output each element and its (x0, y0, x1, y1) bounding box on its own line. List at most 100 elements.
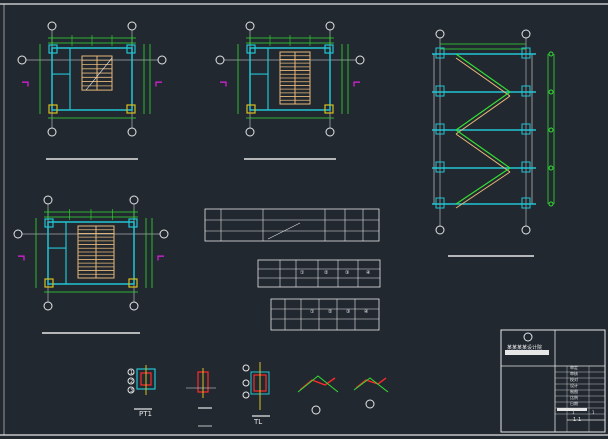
column (246, 104, 256, 114)
grid-bubble-left (17, 55, 27, 65)
stair-flight-section (455, 129, 511, 169)
grid-bubble-top-left (245, 21, 255, 31)
schedule2-header-3: ③ (345, 270, 350, 276)
column (126, 44, 136, 54)
column (324, 104, 334, 114)
section-column (435, 161, 445, 173)
detail-node-bubble (365, 399, 375, 409)
column (48, 44, 58, 54)
wall-outline (51, 47, 133, 111)
title-block-sheet-number: 1 (572, 410, 575, 415)
schedule-table-1 (204, 208, 380, 242)
grid-bubble-right (157, 55, 167, 65)
detail-node-rebar (355, 377, 387, 389)
grid-bubble-top-right (325, 21, 335, 31)
stair-flight-soffit (455, 57, 511, 97)
detail-node-rebar (299, 377, 336, 391)
schedule3-header-2: ② (328, 309, 333, 315)
level-marker (548, 89, 554, 95)
title-block-row-2: 审核 (570, 371, 578, 376)
column (246, 44, 256, 54)
level-marker (548, 127, 554, 133)
level-marker (548, 51, 554, 57)
column (128, 278, 138, 288)
stair-flight-section (455, 53, 511, 93)
title-block-designer: 某某某某设计院 (507, 345, 543, 351)
column (44, 218, 54, 228)
detail-marker-3: 3 (130, 388, 134, 394)
grid-bubble-top-right (129, 195, 139, 205)
table-diagonal (267, 222, 301, 240)
section-cut-marker (18, 255, 25, 261)
section-column (435, 197, 445, 209)
section-column (435, 47, 445, 59)
detail-marker-circle (242, 379, 250, 387)
grid-bubble-bottom-left (435, 225, 445, 235)
title-block-row-5: 制图 (570, 389, 578, 394)
column (128, 218, 138, 228)
title-block-sheet-total: 1 (592, 410, 595, 415)
grid-bubble-bottom-left (47, 127, 57, 137)
title-block-row-7: 日期 (570, 401, 578, 406)
section-column (521, 197, 531, 209)
section-cut-marker (22, 81, 29, 87)
stair-flight-section (455, 167, 511, 205)
section-cut-marker (353, 81, 360, 87)
grid-bubble-right (159, 229, 169, 239)
title-block (500, 329, 606, 433)
title-block-logo (523, 332, 533, 342)
grid-bubble-bottom-left (43, 301, 53, 311)
section-column (435, 85, 445, 97)
schedule-table-3 (270, 298, 380, 331)
stair-flight-soffit (455, 95, 511, 135)
title-block-name-bar (505, 350, 549, 355)
detail-marker-circle (127, 368, 135, 376)
schedule2-header-4: ④ (366, 270, 371, 276)
schedule2-header-2: ② (324, 270, 329, 276)
grid-bubble-bottom-right (521, 225, 531, 235)
grid-bubble-right (355, 55, 365, 65)
detail-node-outline (353, 377, 389, 393)
grid-bubble-left (215, 55, 225, 65)
detail-marker-circle (242, 391, 250, 399)
title-block-drawing-name-bar (557, 408, 587, 411)
detail-node-outline (297, 375, 339, 393)
section-cut-marker (155, 81, 162, 87)
level-marker (548, 201, 554, 207)
section-column (521, 123, 531, 135)
level-marker (548, 165, 554, 171)
grid-bubble-top-right (127, 21, 137, 31)
grid-bubble-top-left (435, 29, 445, 39)
title-block-row-1: 审定 (570, 365, 578, 370)
detail-node-bubble (311, 405, 321, 415)
schedule3-header-1: ① (310, 309, 315, 315)
detail-marker-circle (127, 386, 135, 394)
grid-bubble-top-left (47, 21, 57, 31)
title-block-row-4: 设计 (570, 383, 578, 388)
section-column (521, 85, 531, 97)
stair-flight-soffit (455, 133, 511, 173)
schedule3-header-3: ③ (346, 309, 351, 315)
schedule-table-2 (257, 259, 381, 288)
wall-outline (249, 47, 331, 111)
grid-bubble-bottom-right (127, 127, 137, 137)
column (324, 44, 334, 54)
grid-bubble-left (13, 229, 23, 239)
column (126, 104, 136, 114)
grid-bubble-bottom-left (245, 127, 255, 137)
detail-marker-circle (242, 364, 250, 372)
stair-flight-section (455, 91, 511, 131)
stair-flight-soffit (455, 171, 511, 209)
schedule2-header-1: ① (300, 270, 305, 276)
grid-bubble-bottom-right (325, 127, 335, 137)
detail-label-pt1: PT1 (139, 410, 152, 418)
section-column (435, 123, 445, 135)
detail-marker-2: 2 (130, 379, 134, 385)
section-marker: 1-1 (573, 417, 582, 423)
section-cut-marker (157, 255, 164, 261)
column (48, 104, 58, 114)
detail-label-tl: TL (254, 418, 263, 426)
section-column (521, 161, 531, 173)
